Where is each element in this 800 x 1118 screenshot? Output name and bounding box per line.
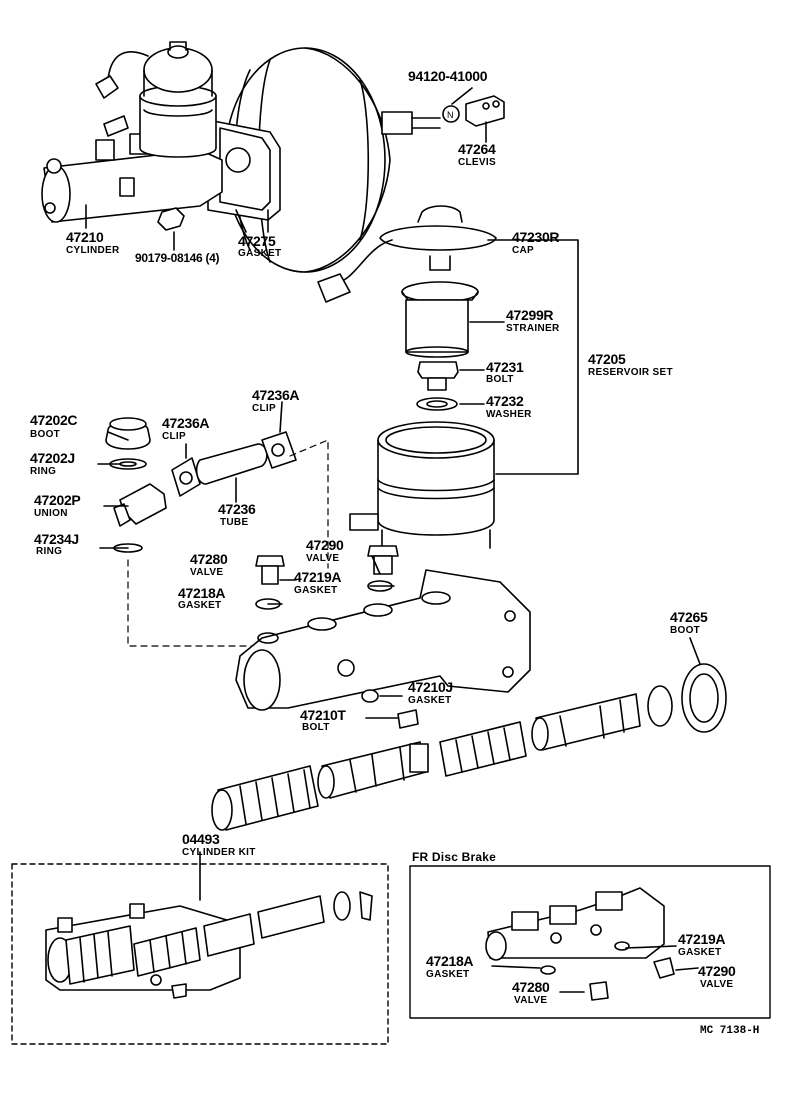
part-name-clevis: CLEVIS: [458, 157, 496, 168]
part-number-47275: 47275: [238, 233, 276, 249]
inset-part-number-47280: 47280: [512, 979, 550, 995]
nut-drawing: [157, 207, 185, 231]
inset-part-name-gasket-47219A: GASKET: [678, 947, 722, 958]
part-name-bolt-47231: BOLT: [486, 374, 514, 385]
inset-title: FR Disc Brake: [412, 850, 496, 864]
part-name-boot-47202C: BOOT: [30, 429, 61, 440]
inset-part-number-47219A: 47219A: [678, 931, 726, 947]
inset-part-number-47290: 47290: [698, 963, 736, 979]
part-number-47202J: 47202J: [30, 450, 75, 466]
union-tube-drawing: [105, 417, 297, 553]
part-number-47202C: 47202C: [30, 412, 78, 428]
svg-text:N: N: [447, 110, 454, 120]
part-name-union: UNION: [34, 508, 68, 519]
part-number-47234J: 47234J: [34, 531, 79, 547]
part-number-47210J: 47210J: [408, 679, 453, 695]
part-number-90179-08146: 90179-08146 (4): [135, 251, 220, 265]
part-name-ring-47202J: RING: [30, 466, 57, 477]
part-number-94120-41000: 94120-41000: [408, 68, 488, 84]
clevis-drawing: N: [442, 95, 505, 127]
part-number-47280: 47280: [190, 551, 228, 567]
inset-part-name-valve-47290: VALVE: [700, 979, 734, 990]
cylinder-assembly-drawing: [41, 41, 281, 223]
part-number-47202P: 47202P: [34, 492, 81, 508]
part-number-47290: 47290: [306, 537, 344, 553]
part-number-47218A: 47218A: [178, 585, 226, 601]
part-name-valve-47280: VALVE: [190, 567, 224, 578]
part-name-boot-47265: BOOT: [670, 625, 701, 636]
inset-part-name-gasket-47218A: GASKET: [426, 969, 470, 980]
part-name-clip-right: CLIP: [252, 403, 276, 414]
part-number-47210T: 47210T: [300, 707, 346, 723]
piston-assembly-drawing: [211, 663, 727, 831]
part-number-47236: 47236: [218, 501, 256, 517]
part-name-gasket-47219A: GASKET: [294, 585, 338, 596]
part-number-47264: 47264: [458, 141, 496, 157]
cylinder-kit-drawing: [45, 891, 373, 999]
part-name-gasket-47218A: GASKET: [178, 600, 222, 611]
part-number-47230R: 47230R: [512, 229, 560, 245]
kit-name: CYLINDER KIT: [182, 847, 256, 858]
part-name-ring-47234J: RING: [36, 546, 63, 557]
part-name-valve-47290: VALVE: [306, 553, 340, 564]
reservoir-set-drawing: [317, 205, 497, 549]
part-name-gasket-47275: GASKET: [238, 248, 282, 259]
part-number-47210: 47210: [66, 229, 104, 245]
part-name-reservoir-set: RESERVOIR SET: [588, 367, 673, 378]
reference-code: MC 7138-H: [700, 1025, 760, 1037]
kit-number-04493: 04493: [182, 831, 220, 847]
part-number-47205: 47205: [588, 351, 626, 367]
part-name-washer: WASHER: [486, 409, 532, 420]
part-name-gasket-47210J: GASKET: [408, 695, 452, 706]
part-name-strainer: STRAINER: [506, 323, 560, 334]
part-number-47219A: 47219A: [294, 569, 342, 585]
part-number-47236A-right: 47236A: [252, 387, 300, 403]
part-name-bolt-47210T: BOLT: [302, 722, 330, 733]
part-number-47236A-left: 47236A: [162, 415, 210, 431]
inset-part-name-valve-47280: VALVE: [514, 995, 548, 1006]
part-number-47299R: 47299R: [506, 307, 554, 323]
part-name-cylinder: CYLINDER: [66, 245, 120, 256]
part-name-tube: TUBE: [220, 517, 249, 528]
part-name-cap: CAP: [512, 245, 535, 256]
part-number-47232: 47232: [486, 393, 524, 409]
part-number-47231: 47231: [486, 359, 524, 375]
part-number-47265: 47265: [670, 609, 708, 625]
fr-disc-brake-drawing: [485, 887, 675, 1001]
part-name-clip-left: CLIP: [162, 431, 186, 442]
inset-part-number-47218A: 47218A: [426, 953, 474, 969]
